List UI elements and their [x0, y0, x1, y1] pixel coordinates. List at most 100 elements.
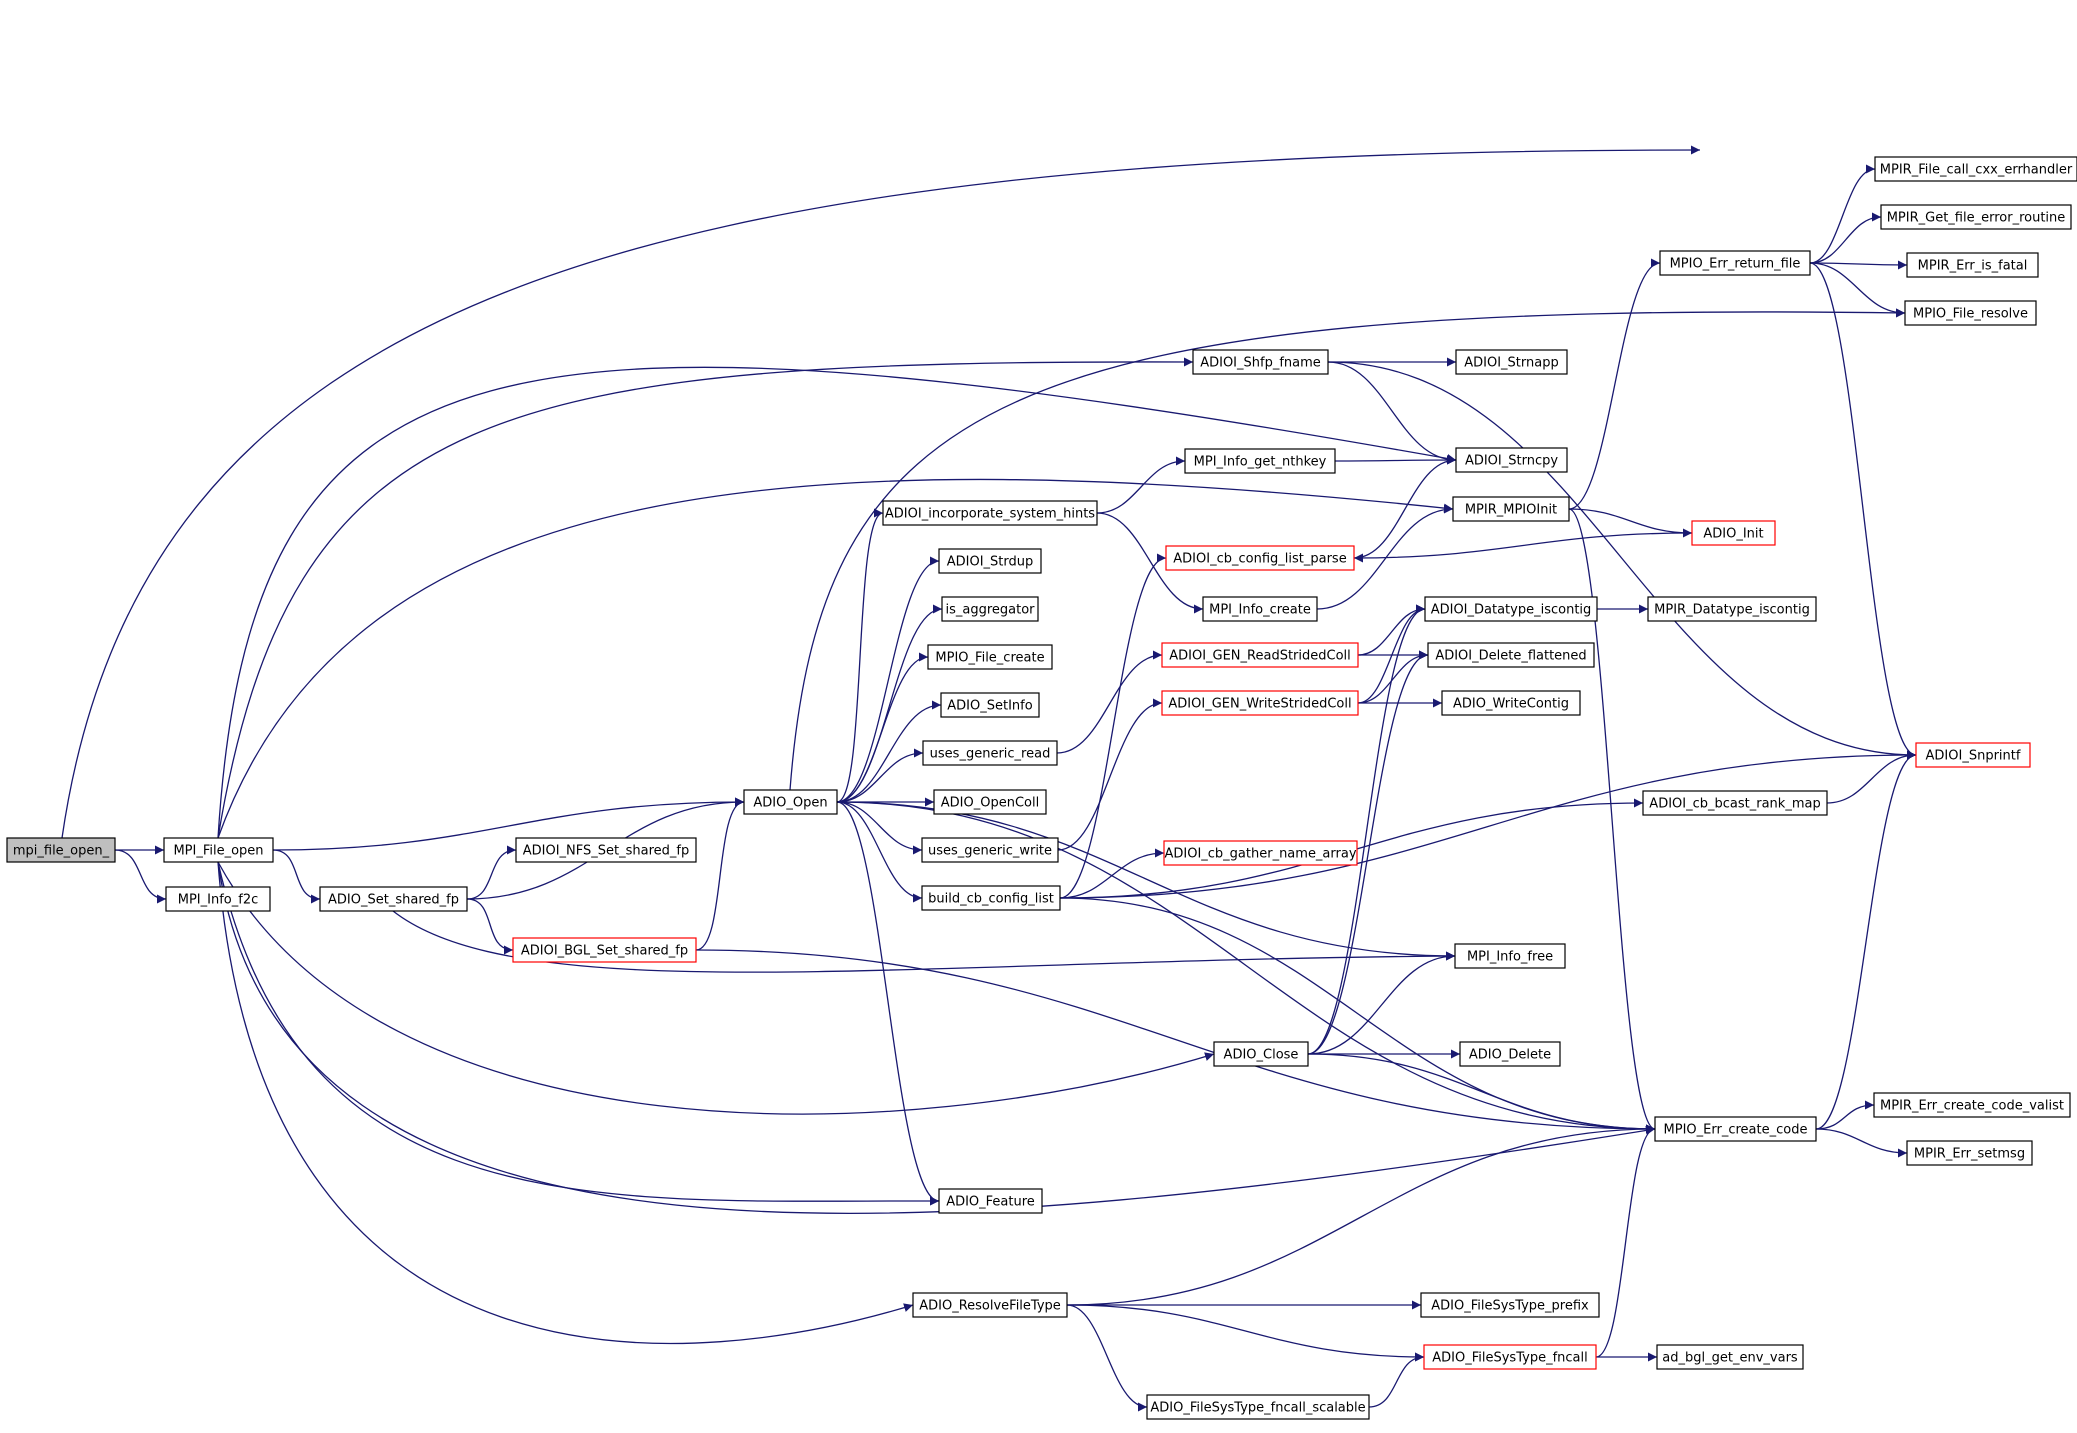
node-box[interactable]	[1459, 1041, 1561, 1067]
node-box[interactable]	[1455, 447, 1568, 473]
node-ADIO_SetInfo[interactable]: ADIO_SetInfo	[940, 692, 1040, 718]
node-ADIOI_Strnapp[interactable]: ADIOI_Strnapp	[1455, 349, 1568, 375]
node-box[interactable]	[1161, 690, 1359, 716]
node-box[interactable]	[922, 740, 1058, 766]
node-box[interactable]	[1454, 943, 1566, 969]
node-box[interactable]	[1906, 252, 2039, 278]
node-ADIO_FileSysType_fncall_scalable[interactable]: ADIO_FileSysType_fncall_scalable	[1146, 1394, 1370, 1420]
node-box[interactable]	[882, 500, 1098, 526]
node-box[interactable]	[921, 885, 1061, 911]
node-box[interactable]	[1161, 642, 1359, 668]
node-mpi_file_open_[interactable]: mpi_file_open_	[6, 837, 116, 863]
node-box[interactable]	[1424, 596, 1598, 622]
node-ADIOI_Delete_flattened[interactable]: ADIOI_Delete_flattened	[1427, 642, 1595, 668]
node-box[interactable]	[927, 644, 1053, 670]
node-uses_generic_read[interactable]: uses_generic_read	[922, 740, 1058, 766]
node-box[interactable]	[1213, 1041, 1309, 1067]
node-ADIOI_Shfp_fname[interactable]: ADIOI_Shfp_fname	[1192, 349, 1329, 375]
node-box[interactable]	[1915, 742, 2031, 768]
node-box[interactable]	[921, 837, 1059, 863]
node-ADIOI_cb_config_list_parse[interactable]: ADIOI_cb_config_list_parse	[1165, 545, 1355, 571]
node-ADIO_FileSysType_prefix[interactable]: ADIO_FileSysType_prefix	[1420, 1292, 1600, 1318]
node-MPIR_Get_file_error_routine[interactable]: MPIR_Get_file_error_routine	[1880, 204, 2072, 230]
node-box[interactable]	[1659, 250, 1811, 276]
node-ADIOI_incorporate_system_hints[interactable]: ADIOI_incorporate_system_hints	[882, 500, 1098, 526]
node-box[interactable]	[938, 1188, 1043, 1214]
node-box[interactable]	[1647, 596, 1817, 622]
node-box[interactable]	[1420, 1292, 1600, 1318]
node-box[interactable]	[515, 837, 697, 863]
node-ADIO_FileSysType_fncall[interactable]: ADIO_FileSysType_fncall	[1423, 1344, 1597, 1370]
node-box[interactable]	[1904, 300, 2037, 326]
node-build_cb_config_list[interactable]: build_cb_config_list	[921, 885, 1061, 911]
node-box[interactable]	[1163, 840, 1358, 866]
node-ADIOI_BGL_Set_shared_fp[interactable]: ADIOI_BGL_Set_shared_fp	[512, 937, 697, 963]
node-MPIR_Err_create_code_valist[interactable]: MPIR_Err_create_code_valist	[1873, 1092, 2071, 1118]
node-MPI_Info_create[interactable]: MPI_Info_create	[1202, 596, 1318, 622]
node-box[interactable]	[1427, 642, 1595, 668]
node-box[interactable]	[1423, 1344, 1597, 1370]
node-MPIO_Err_return_file[interactable]: MPIO_Err_return_file	[1659, 250, 1811, 276]
node-MPIR_Err_setmsg[interactable]: MPIR_Err_setmsg	[1906, 1140, 2033, 1166]
node-MPIO_Err_create_code[interactable]: MPIO_Err_create_code	[1654, 1116, 1817, 1142]
node-box[interactable]	[1906, 1140, 2033, 1166]
node-MPIR_File_call_cxx_errhandler[interactable]: MPIR_File_call_cxx_errhandler	[1874, 156, 2077, 182]
node-MPIR_Datatype_iscontig[interactable]: MPIR_Datatype_iscontig	[1647, 596, 1817, 622]
node-box[interactable]	[940, 692, 1040, 718]
node-box[interactable]	[165, 886, 271, 912]
node-ADIO_OpenColl[interactable]: ADIO_OpenColl	[933, 789, 1047, 815]
node-box[interactable]	[941, 596, 1039, 622]
node-box[interactable]	[1146, 1394, 1370, 1420]
node-ADIOI_Strncpy[interactable]: ADIOI_Strncpy	[1455, 447, 1568, 473]
node-box[interactable]	[912, 1292, 1068, 1318]
node-ADIOI_Datatype_iscontig[interactable]: ADIOI_Datatype_iscontig	[1424, 596, 1598, 622]
node-box[interactable]	[743, 789, 838, 815]
node-box[interactable]	[1452, 496, 1570, 522]
node-MPIR_MPIOInit[interactable]: MPIR_MPIOInit	[1452, 496, 1570, 522]
node-uses_generic_write[interactable]: uses_generic_write	[921, 837, 1059, 863]
node-ADIO_Delete[interactable]: ADIO_Delete	[1459, 1041, 1561, 1067]
node-box[interactable]	[319, 886, 468, 912]
node-box[interactable]	[1691, 520, 1776, 546]
node-box[interactable]	[1441, 690, 1581, 716]
node-ADIOI_cb_gather_name_array[interactable]: ADIOI_cb_gather_name_array	[1163, 840, 1358, 866]
node-box[interactable]	[1656, 1344, 1804, 1370]
node-box[interactable]	[163, 837, 274, 863]
node-ADIO_WriteContig[interactable]: ADIO_WriteContig	[1441, 690, 1581, 716]
node-MPI_File_open[interactable]: MPI_File_open	[163, 837, 274, 863]
node-MPI_Info_get_nthkey[interactable]: MPI_Info_get_nthkey	[1184, 448, 1336, 474]
node-box[interactable]	[933, 789, 1047, 815]
node-MPI_Info_free[interactable]: MPI_Info_free	[1454, 943, 1566, 969]
node-ADIO_ResolveFileType[interactable]: ADIO_ResolveFileType	[912, 1292, 1068, 1318]
node-MPIR_Err_is_fatal[interactable]: MPIR_Err_is_fatal	[1906, 252, 2039, 278]
node-box[interactable]	[1873, 1092, 2071, 1118]
node-MPI_Info_f2c[interactable]: MPI_Info_f2c	[165, 886, 271, 912]
node-box[interactable]	[938, 548, 1042, 574]
node-ad_bgl_get_env_vars[interactable]: ad_bgl_get_env_vars	[1656, 1344, 1804, 1370]
node-ADIOI_cb_bcast_rank_map[interactable]: ADIOI_cb_bcast_rank_map	[1642, 790, 1828, 816]
node-box[interactable]	[1455, 349, 1568, 375]
node-ADIO_Open[interactable]: ADIO_Open	[743, 789, 838, 815]
node-box[interactable]	[1874, 156, 2077, 182]
node-ADIOI_GEN_WriteStridedColl[interactable]: ADIOI_GEN_WriteStridedColl	[1161, 690, 1359, 716]
node-ADIO_Set_shared_fp[interactable]: ADIO_Set_shared_fp	[319, 886, 468, 912]
node-box[interactable]	[1642, 790, 1828, 816]
node-box[interactable]	[1165, 545, 1355, 571]
node-ADIOI_Strdup[interactable]: ADIOI_Strdup	[938, 548, 1042, 574]
node-box[interactable]	[1192, 349, 1329, 375]
node-ADIO_Feature[interactable]: ADIO_Feature	[938, 1188, 1043, 1214]
node-box[interactable]	[1202, 596, 1318, 622]
node-box[interactable]	[1654, 1116, 1817, 1142]
node-ADIOI_GEN_ReadStridedColl[interactable]: ADIOI_GEN_ReadStridedColl	[1161, 642, 1359, 668]
node-box[interactable]	[512, 937, 697, 963]
node-is_aggregator[interactable]: is_aggregator	[941, 596, 1039, 622]
node-ADIO_Init[interactable]: ADIO_Init	[1691, 520, 1776, 546]
node-box[interactable]	[1184, 448, 1336, 474]
node-ADIOI_Snprintf[interactable]: ADIOI_Snprintf	[1915, 742, 2031, 768]
node-MPIO_File_resolve[interactable]: MPIO_File_resolve	[1904, 300, 2037, 326]
node-MPIO_File_create[interactable]: MPIO_File_create	[927, 644, 1053, 670]
node-box[interactable]	[1880, 204, 2072, 230]
node-box[interactable]	[6, 837, 116, 863]
node-ADIO_Close[interactable]: ADIO_Close	[1213, 1041, 1309, 1067]
node-ADIOI_NFS_Set_shared_fp[interactable]: ADIOI_NFS_Set_shared_fp	[515, 837, 697, 863]
